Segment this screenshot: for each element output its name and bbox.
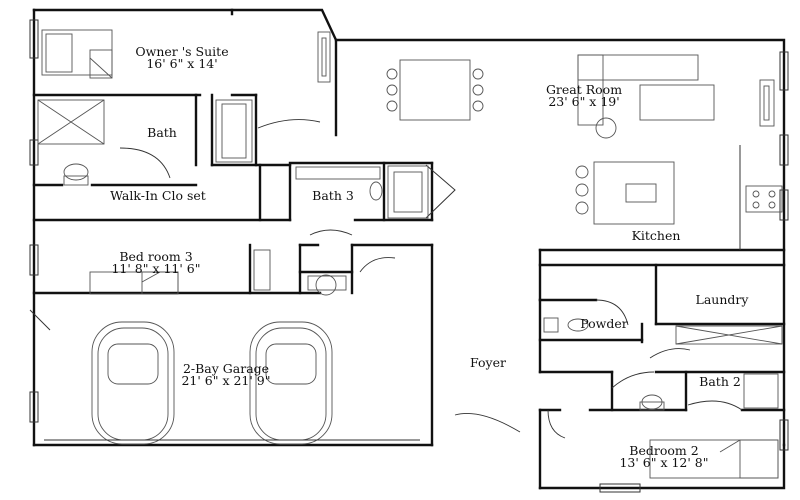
- bath3-name: Bath 3: [312, 188, 354, 203]
- interior-walls: [32, 93, 786, 412]
- bedroom2-size: 13' 6" x 12' 8": [619, 455, 708, 470]
- owners-suite-size: 16' 6" x 14': [146, 56, 217, 71]
- garage-cars: [44, 321, 420, 445]
- bath3-furniture: [295, 165, 429, 219]
- bath-furniture: [37, 99, 253, 186]
- great-room-size: 23' 6" x 19': [548, 94, 619, 109]
- great-room-furniture: [386, 54, 775, 139]
- owners-suite-name: Owner 's Suite: [135, 44, 228, 59]
- foyer-name: Foyer: [470, 355, 506, 370]
- doors: [119, 119, 743, 439]
- great-room-name: Great Room: [546, 82, 622, 97]
- bedroom3-furniture: [89, 249, 347, 296]
- service-fixtures: [543, 317, 783, 411]
- bath2-name: Bath 2: [699, 374, 741, 389]
- kitchen-name: Kitchen: [632, 228, 681, 243]
- room-labels: Owner 's Suite 16' 6" x 14' Bath Walk-In…: [110, 44, 749, 470]
- bedroom2-furniture: [649, 439, 779, 479]
- bedroom2-name: Bedroom 2: [629, 443, 698, 458]
- garage-name: 2-Bay Garage: [183, 361, 269, 376]
- owners-suite-furniture: [41, 29, 331, 83]
- bedroom3-size: 11' 8" x 11' 6": [111, 261, 200, 276]
- garage-size: 21' 6" x 21' 9": [181, 373, 270, 388]
- bath-name: Bath: [147, 125, 177, 140]
- powder-name: Powder: [580, 316, 628, 331]
- exterior-walls: [32, 8, 786, 490]
- laundry-name: Laundry: [696, 292, 750, 307]
- bedroom3-name: Bed room 3: [119, 249, 192, 264]
- walk-in-closet-name: Walk-In Clo set: [110, 188, 206, 203]
- windows: [29, 19, 789, 493]
- kitchen-fixtures: [575, 145, 783, 250]
